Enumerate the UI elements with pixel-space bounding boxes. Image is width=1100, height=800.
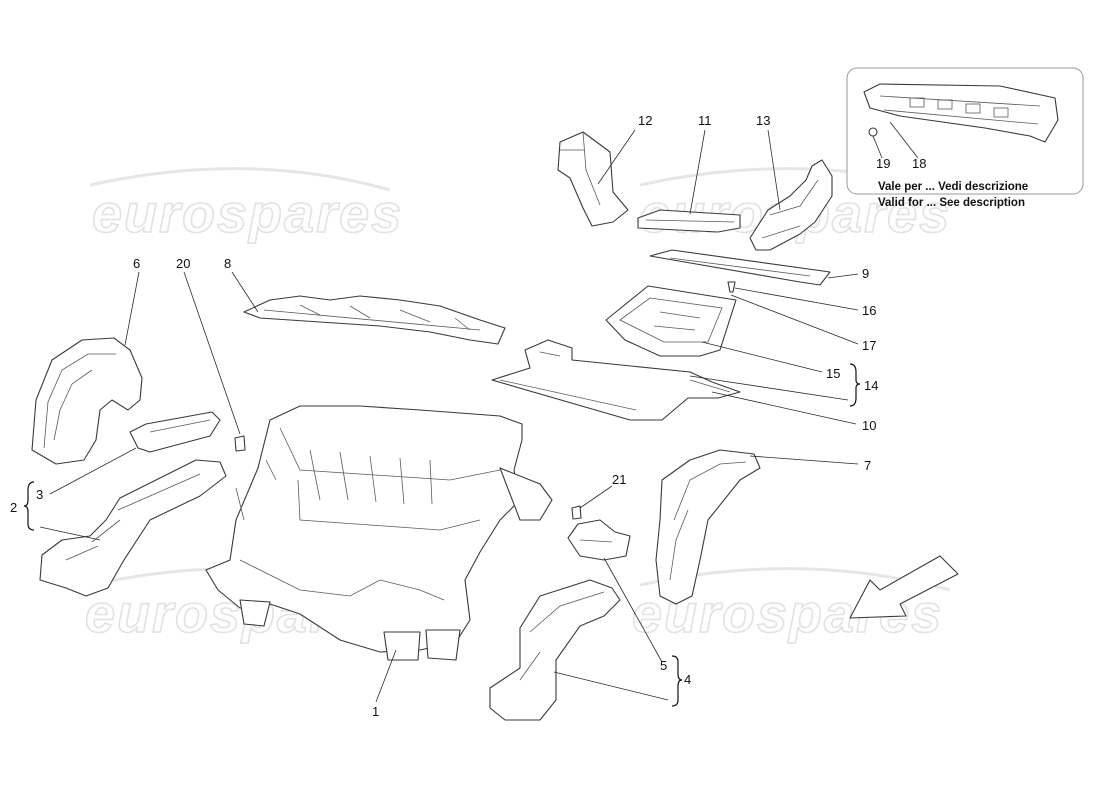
callout-2: 2: [10, 500, 17, 515]
part-6: 6: [31, 256, 143, 465]
part-10: 10: [491, 339, 876, 433]
callout-11: 11: [698, 113, 712, 128]
part-13: 13: [749, 113, 833, 251]
front-direction-arrow-icon: [849, 555, 959, 619]
part-9: 9: [649, 249, 869, 286]
callout-7: 7: [864, 458, 871, 473]
brace-14: 14: [849, 363, 878, 407]
callout-5: 5: [660, 658, 667, 673]
callout-17: 17: [862, 338, 876, 353]
part-12: 12: [557, 113, 652, 227]
part-4: 4: [489, 579, 691, 721]
callout-14: 14: [864, 378, 878, 393]
part-8: 8: [224, 256, 506, 345]
part-15: 15: [605, 285, 840, 381]
part-3: 3: [36, 411, 221, 502]
inset-note-english: Valid for ... See description: [878, 197, 1025, 209]
part-5: 5: [567, 519, 667, 673]
callout-12: 12: [638, 113, 652, 128]
callout-10: 10: [862, 418, 876, 433]
part-11: 11: [637, 113, 741, 233]
bumper-clip: [868, 127, 878, 137]
part-2: 2: [10, 459, 227, 597]
watermark-top-left: eurospares: [92, 184, 403, 244]
callout-3: 3: [36, 487, 43, 502]
part-16-17: 16 17: [727, 281, 876, 353]
callout-4: 4: [684, 672, 691, 687]
inset-detail-box: 19 18 Vale per ... Vedi descrizione Vali…: [846, 67, 1084, 209]
part-7: 7: [655, 449, 871, 605]
part-20: 20: [176, 256, 246, 452]
part-1: 1: [205, 405, 553, 719]
callout-8: 8: [224, 256, 231, 271]
inset-note-italian: Vale per ... Vedi descrizione: [878, 181, 1028, 193]
part-21: 21: [571, 472, 626, 520]
callout-20: 20: [176, 256, 190, 271]
callout-18: 18: [912, 156, 926, 171]
callout-19: 19: [876, 156, 890, 171]
callout-15: 15: [826, 366, 840, 381]
rear-bumper-beam: [863, 83, 1059, 143]
callout-6: 6: [133, 256, 140, 271]
callout-13: 13: [756, 113, 770, 128]
callout-21: 21: [612, 472, 626, 487]
callout-1: 1: [372, 704, 379, 719]
callout-16: 16: [862, 303, 876, 318]
callout-9: 9: [862, 266, 869, 281]
